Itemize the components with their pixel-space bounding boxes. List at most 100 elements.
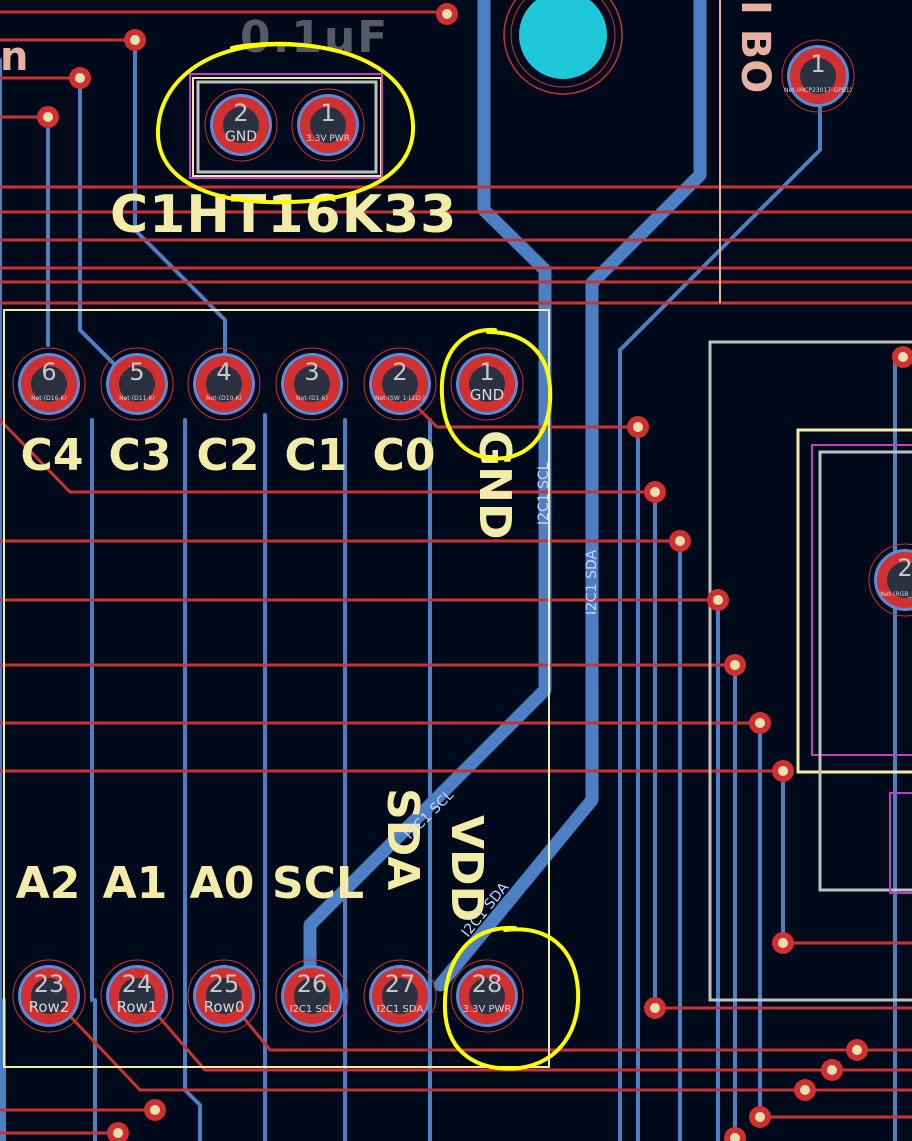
back-signal-traces [0, 38, 897, 1141]
via [144, 1099, 166, 1121]
sda-vertical-track-label: I2C1 SDA [584, 549, 600, 615]
pad-number: 27 [385, 970, 416, 998]
pad-net-name: Row2 [29, 998, 70, 1016]
pad-number: 2 [233, 99, 248, 127]
pad-number: 1 [320, 99, 335, 127]
capacitor-value-text: 0.1uF [240, 12, 389, 63]
front-copper-layer [0, 10, 912, 1135]
via [724, 654, 746, 676]
pad-number: 6 [41, 358, 56, 386]
via [436, 3, 458, 25]
capacitor-courtyard [196, 80, 378, 174]
via [37, 106, 59, 128]
pad-number: 5 [129, 358, 144, 386]
silkscreen-outlines [3, 0, 912, 1068]
pad-number: 28 [472, 970, 503, 998]
pin-label-scl: SCL [272, 858, 364, 909]
gnd-pad-highlight-circle [439, 327, 553, 461]
pad-number: 24 [122, 970, 153, 998]
right-component-inner [818, 450, 912, 892]
pad-net-name: Net-(D16-K) [31, 395, 67, 402]
pad-net-name: Net-(D10-K) [206, 395, 242, 402]
mirrored-corner-text: I BO [732, 0, 778, 93]
pad-number: 2 [897, 554, 912, 582]
pin-label-c3: C3 [109, 430, 172, 481]
mounting-hole [503, 0, 623, 95]
right-component-silk [796, 428, 912, 774]
via [69, 67, 91, 89]
via [124, 29, 146, 51]
capacitor-ref-text: C1HT16K33 [110, 185, 457, 245]
pad-number: 23 [34, 970, 65, 998]
capacitor-highlight-circle [155, 41, 416, 205]
via [892, 346, 912, 368]
pin-label-c2: C2 [197, 430, 260, 481]
pin-label-c0: C0 [373, 430, 436, 481]
pad-number: 4 [216, 358, 231, 386]
vdd-pad-highlight-circle [442, 925, 581, 1071]
via [794, 1079, 816, 1101]
pin-label-c1: C1 [285, 430, 348, 481]
pad-number: 1 [479, 358, 494, 386]
pad-number: 3 [304, 358, 319, 386]
gnd-vertical-label: GND [469, 430, 520, 539]
via [644, 481, 666, 503]
pad-net-name: Net-(SW_1-LED-) [375, 395, 425, 402]
pad-net-name: I2C1 SCL [290, 1004, 335, 1015]
via [749, 1106, 771, 1128]
pad-net-name: Net-(RGB_small) [880, 591, 912, 598]
via [669, 530, 691, 552]
pad-net-name: 3.3V PWR [306, 134, 350, 144]
via [772, 932, 794, 954]
pad-number: 25 [209, 970, 240, 998]
scl-vertical-track-label: I2C1 SCL [536, 462, 552, 525]
capacitor-fab-outline [189, 73, 383, 179]
via [627, 416, 649, 438]
via [749, 712, 771, 734]
pin-label-a0: A0 [190, 858, 255, 909]
right-edge-fab-mark [889, 792, 912, 894]
pad-number: 26 [297, 970, 328, 998]
pad-net-name: GND [225, 129, 257, 145]
pin-label-a1: A1 [103, 858, 168, 909]
right-component-courtyard [708, 340, 912, 1002]
vdd-vertical-label: VDD [441, 815, 492, 922]
pin-label-c4: C4 [21, 430, 84, 481]
ic-pad-28: 28 3.3V PWR [450, 959, 524, 1033]
vias [37, 3, 912, 1141]
capacitor-pad-1: 1 3.3V PWR [291, 88, 365, 162]
ic-outline [3, 309, 550, 1068]
pad-net-name: 3.3V PWR [463, 1004, 512, 1015]
pad-number: 1 [810, 50, 825, 78]
via [846, 1039, 868, 1061]
top-pin-labels: C4 C3 C2 C1 C0 [21, 430, 436, 481]
cut-off-left-text: n [0, 34, 28, 80]
pad-net-name: Net-(D1-K) [296, 395, 328, 402]
via [772, 760, 794, 782]
pad-net-name: Net-(MCP23017-GPB1) [784, 87, 852, 94]
highlight-annotations [155, 41, 581, 1071]
sda-vertical-label: SDA [377, 788, 428, 890]
via [644, 997, 666, 1019]
pad-net-name: Net-(D11-K) [119, 395, 155, 402]
via [707, 589, 729, 611]
pad-net-name: GND [470, 386, 504, 404]
via [724, 1127, 746, 1141]
pad-net-name: I2C1 SDA [377, 1004, 424, 1015]
via [821, 1059, 843, 1081]
